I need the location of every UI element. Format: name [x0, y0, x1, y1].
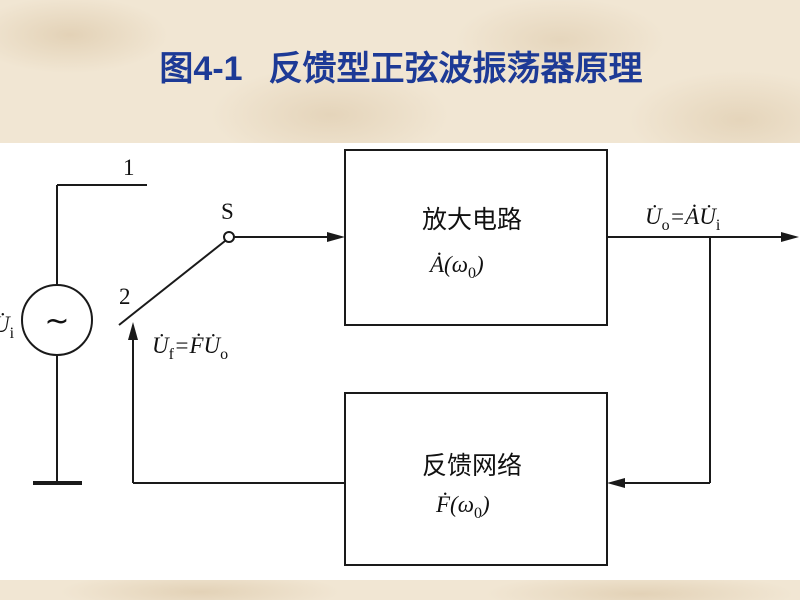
- switch-blade: [118, 240, 226, 326]
- feedback-network-function: Ḟ(ω0): [435, 492, 490, 522]
- output-equation-rest: =ȦU̇: [670, 204, 718, 229]
- switch-label: S: [221, 199, 234, 224]
- amplifier-label: 放大电路: [422, 205, 522, 234]
- feedback-subscript: f: [169, 346, 175, 363]
- feedback-network-label: 反馈网络: [422, 451, 522, 480]
- input-subscript: i: [10, 325, 15, 342]
- amplifier-box: [344, 149, 608, 326]
- feedback-equation-subscript: o: [220, 346, 228, 363]
- input-u-symbol: U̇: [0, 312, 11, 337]
- output-subscript: o: [662, 217, 670, 234]
- amplifier-function-subscript: 0: [468, 265, 476, 282]
- arrow-to-position-2: [128, 322, 138, 340]
- output-signal-label: U̇o=ȦU̇i: [645, 204, 721, 234]
- amplifier-function: Ȧ(ω0): [428, 252, 484, 282]
- feedback-u-symbol: U̇: [152, 333, 170, 358]
- feedback-function-main: Ḟ(ω: [435, 492, 474, 517]
- figure-caption: 反馈型正弦波振荡器原理: [269, 49, 643, 89]
- output-u-symbol: U̇: [645, 204, 663, 229]
- figure-number: 图4-1: [159, 50, 242, 88]
- output-equation-subscript: i: [716, 217, 721, 234]
- feedback-equation-rest: =ḞU̇: [174, 333, 222, 358]
- amplifier-function-close: ): [474, 252, 484, 277]
- position-2-label: 2: [119, 284, 131, 309]
- switch-pivot: [223, 231, 235, 243]
- amplifier-function-main: Ȧ(ω: [428, 252, 468, 277]
- position-1-label: 1: [123, 155, 135, 180]
- input-signal-label: U̇i: [0, 312, 15, 342]
- arrow-output: [781, 232, 799, 242]
- feedback-network-box: [344, 392, 608, 566]
- page-title: 图4-1 反馈型正弦波振荡器原理: [159, 49, 642, 89]
- feedback-function-close: ): [480, 492, 490, 517]
- feedback-function-subscript: 0: [474, 505, 482, 522]
- arrow-into-feedback: [607, 478, 625, 488]
- ac-source-symbol: ~: [44, 304, 69, 339]
- feedback-signal-label: U̇f=ḞU̇o: [152, 333, 228, 363]
- arrow-into-amplifier: [327, 232, 345, 242]
